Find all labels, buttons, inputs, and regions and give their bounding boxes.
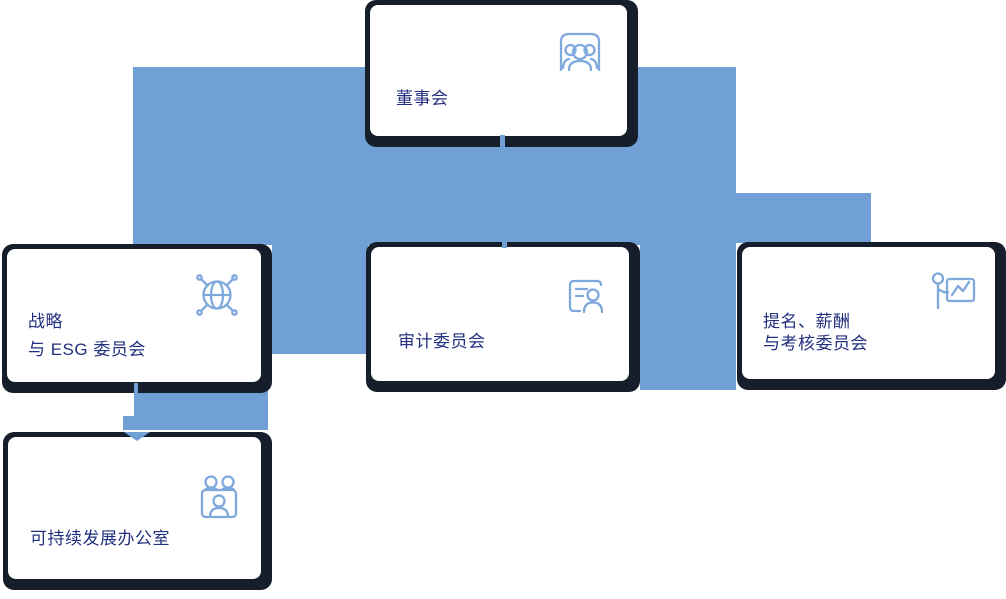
down-arrowhead bbox=[124, 432, 150, 441]
connector-band-gap-left bbox=[272, 240, 368, 354]
node-sustainability-office-label: 可持续发展办公室 bbox=[30, 529, 170, 548]
node-nomination: 提名、薪酬 与考核委员会 bbox=[737, 242, 1006, 390]
connector-tick-board-bottom bbox=[500, 135, 505, 148]
node-strategy-esg-card: 战略 与 ESG 委员会 bbox=[7, 249, 261, 382]
node-audit-card: 审计委员会 bbox=[371, 247, 629, 381]
connector-band-right-stub bbox=[736, 193, 871, 243]
node-sustainability-office: 可持续发展办公室 bbox=[3, 432, 272, 590]
node-board: 董事会 bbox=[365, 0, 638, 147]
node-audit-label: 审计委员会 bbox=[398, 332, 486, 351]
presenter-chart-icon bbox=[928, 271, 978, 315]
node-board-card: 董事会 bbox=[370, 5, 627, 136]
node-strategy-esg-label: 战略 与 ESG 委员会 bbox=[28, 312, 146, 359]
network-globe-icon bbox=[192, 270, 242, 320]
node-nomination-card: 提名、薪酬 与考核委员会 bbox=[742, 247, 995, 379]
connector-band-under-left bbox=[134, 388, 268, 430]
connector-tick-audit-top bbox=[502, 242, 507, 248]
node-strategy-esg: 战略 与 ESG 委员会 bbox=[2, 244, 272, 393]
node-sustainability-office-card: 可持续发展办公室 bbox=[8, 437, 261, 579]
node-board-label: 董事会 bbox=[396, 89, 449, 108]
connector-tick-strategy-bottom bbox=[134, 383, 138, 394]
team-meeting-icon bbox=[197, 473, 241, 520]
people-meeting-icon bbox=[556, 29, 604, 73]
node-audit: 审计委员会 bbox=[366, 242, 640, 392]
connector-band-under-left-step bbox=[123, 416, 135, 430]
node-nomination-label: 提名、薪酬 与考核委员会 bbox=[763, 312, 868, 353]
id-card-person-icon bbox=[566, 275, 608, 317]
connector-band-gap-right bbox=[640, 240, 736, 390]
